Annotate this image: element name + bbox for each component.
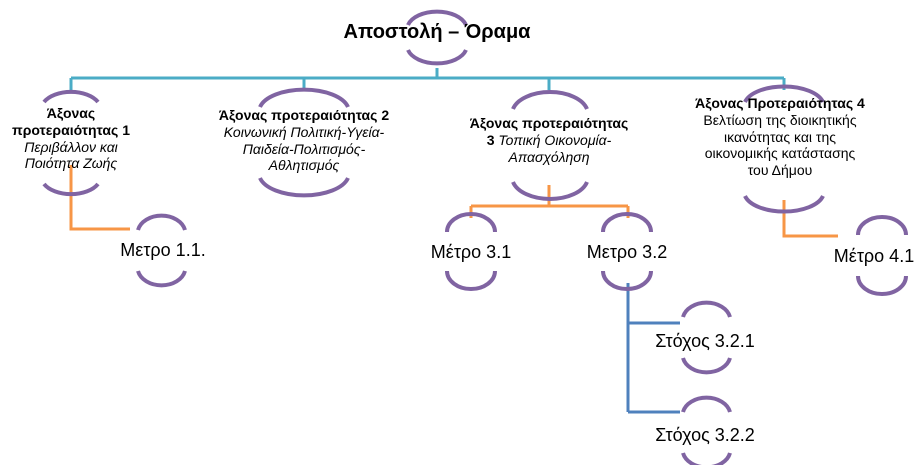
axis-2-desc: Κοινωνική Πολιτική-Υγεία- <box>223 123 385 140</box>
measure-3-1: Μέτρο 3.1 <box>430 242 512 262</box>
axis-3-desc: Τοπική Οικονομία- <box>498 131 612 148</box>
axis-4-desc-end: του Δήμου <box>747 162 813 179</box>
node-arcs <box>42 9 908 465</box>
axis-3-node: Άξονας προτεραιότητας 3 Τοπική Οικονομία… <box>449 115 649 165</box>
target-3-2-2: Στόχος 3.2.2 <box>655 425 755 445</box>
axis-1-name: Άξονας <box>46 105 96 121</box>
axis-4-name: Άξονας Προτεραιότητας 4 <box>695 95 865 111</box>
axis-2-desc-end: Αθλητισμός <box>268 157 340 174</box>
axis-4-desc-cont2: οικονομικής κατάστασης <box>704 145 856 162</box>
axis-2-name: Άξονας προτεραιότητας 2 <box>218 107 390 123</box>
axis-4-node: Άξονας Προτεραιότητας 4 Βελτίωση της διο… <box>670 95 890 179</box>
measure-4-1: Μέτρο 4.1 <box>833 246 915 266</box>
axis-3-number: 3 <box>486 131 495 148</box>
axis-2-node: Άξονας προτεραιότητας 2 Κοινωνική Πολιτι… <box>194 107 414 174</box>
axis-1-node: Άξονας προτεραιότητας 1 Περιβάλλον και Π… <box>0 105 142 172</box>
level3-connectors <box>626 283 680 414</box>
axis-4-desc-cont: ικανότητας και της <box>724 128 836 145</box>
axis-3-name: Άξονας προτεραιότητας <box>469 115 629 131</box>
axis-2-desc-cont: Παιδεία-Πολιτισμός- <box>242 140 366 157</box>
axis-3-desc-cont: Απασχόληση <box>508 148 590 165</box>
axis-4-desc: Βελτίωση της διοικητικής <box>703 111 857 128</box>
measure-1-1: Μετρο 1.1. <box>120 240 206 260</box>
axis-1-desc-cont: Ποιότητα Ζωής <box>24 155 118 172</box>
root-node-title: Αποστολή – Όραμα <box>343 21 531 43</box>
target-3-2-1: Στόχος 3.2.1 <box>655 331 755 351</box>
axis-1-desc: Περιβάλλον και <box>24 138 118 155</box>
level1-connectors <box>69 68 786 90</box>
axis-1-name-cont: προτεραιότητας 1 <box>12 121 130 138</box>
measure-3-2: Μετρο 3.2 <box>586 242 668 262</box>
